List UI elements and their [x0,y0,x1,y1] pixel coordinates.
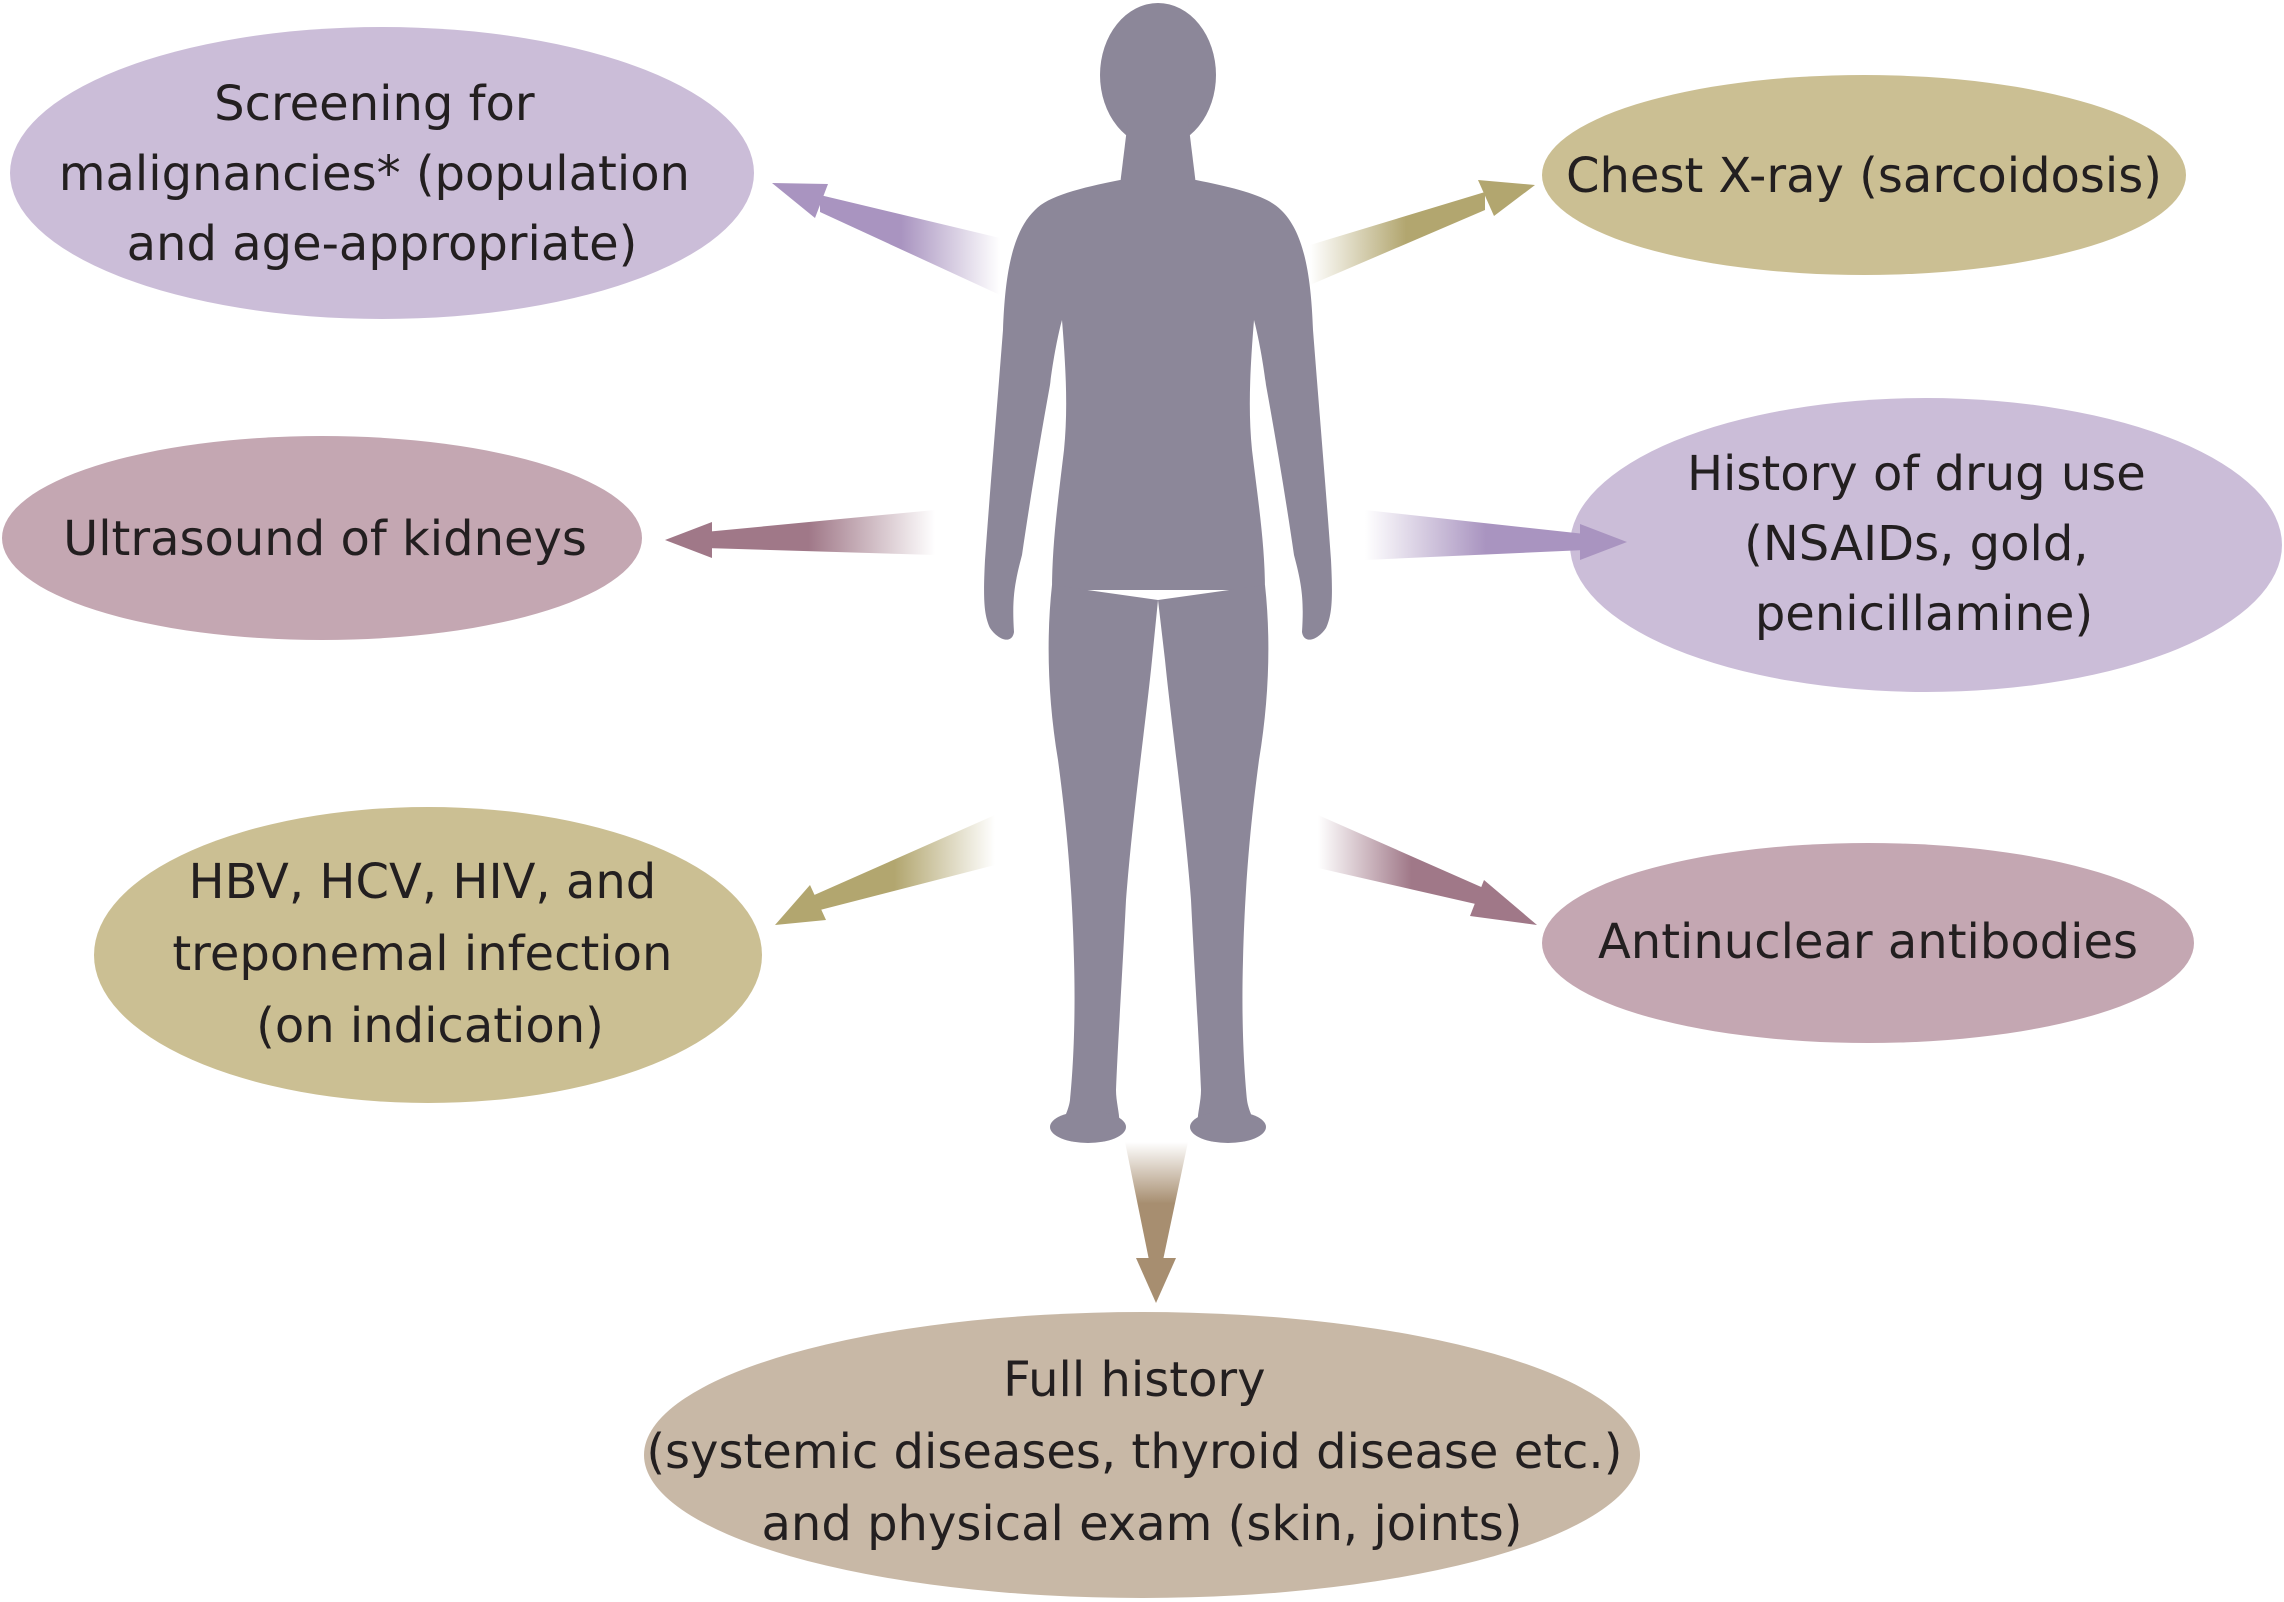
arrow-to-chest-xray-shaft [1310,192,1485,285]
arrow-to-infection-shaft [812,815,995,910]
arrow-to-chest-xray [1310,180,1535,285]
node-chest-xray-bubble [1542,75,2186,275]
node-infection-line-2: treponemal infection [172,926,672,982]
arrow-to-full-history [1125,1142,1188,1303]
node-infection-line-1: HBV, HCV, HIV, and [188,854,656,910]
node-drug-history-line-1: History of drug use [1687,446,2146,502]
node-full-history: Full history (systemic diseases, thyroid… [644,1312,1640,1598]
arrow-to-ultrasound [665,510,935,558]
node-drug-history: History of drug use (NSAIDs, gold, penic… [1570,398,2282,692]
arrow-to-drug-history-head [1580,524,1627,560]
node-ultrasound-text: Ultrasound of kidneys [63,511,587,567]
node-full-history-line-2: (systemic diseases, thyroid disease etc.… [646,1424,1622,1480]
node-ultrasound-bubble [2,436,642,640]
node-screening-line-3: and age-appropriate) [127,216,638,272]
human-body-silhouette-icon [984,3,1332,1143]
arrow-to-infection [775,815,995,925]
node-infection-line-3: (on indication) [256,998,604,1054]
arrow-to-screening [772,183,1000,295]
node-screening-line-2: malignancies* (population [59,146,690,202]
node-full-history-text: Full history (systemic diseases, thyroid… [646,1352,1637,1552]
arrow-to-chest-xray-head [1478,180,1535,216]
node-chest-xray: Chest X-ray (sarcoidosis) [1542,75,2186,275]
arrow-to-drug-history [1365,510,1627,560]
node-drug-history-bubble [1570,398,2282,692]
node-chest-xray-line-1: Chest X-ray (sarcoidosis) [1566,148,2162,204]
arrow-to-full-history-head [1136,1258,1176,1303]
node-screening-text: Screening for malignancies* (population … [59,76,706,272]
arrow-to-ana-shaft [1318,815,1488,905]
node-ana-text: Antinuclear antibodies [1598,914,2138,970]
arrow-to-infection-head [775,885,826,925]
arrow-to-drug-history-shaft [1365,510,1585,560]
node-ultrasound: Ultrasound of kidneys [2,436,642,640]
arrow-to-screening-shaft [820,195,1000,295]
node-screening-line-1: Screening for [214,76,535,132]
node-ana-line-1: Antinuclear antibodies [1598,914,2138,970]
arrow-to-ultrasound-head [665,522,712,558]
node-ultrasound-line-1: Ultrasound of kidneys [63,511,587,567]
node-chest-xray-text: Chest X-ray (sarcoidosis) [1566,148,2162,204]
node-infection-bubble [94,807,762,1103]
node-drug-history-line-2: (NSAIDs, gold, [1744,516,2088,572]
node-infection: HBV, HCV, HIV, and treponemal infection … [94,807,762,1103]
node-full-history-line-1: Full history [1003,1352,1265,1408]
arrow-to-screening-head [772,183,828,218]
node-infection-text: HBV, HCV, HIV, and treponemal infection … [172,854,687,1054]
node-ana-bubble [1542,843,2194,1043]
node-ana: Antinuclear antibodies [1542,843,2194,1043]
node-full-history-bubble [644,1312,1640,1598]
node-full-history-line-3: and physical exam (skin, joints) [762,1496,1523,1552]
arrow-to-ana [1318,815,1537,925]
arrow-to-ana-head [1470,880,1537,925]
node-screening: Screening for malignancies* (population … [10,27,754,319]
node-screening-bubble [10,27,754,319]
arrow-to-full-history-shaft [1125,1142,1188,1265]
arrow-to-ultrasound-shaft [705,510,935,555]
node-drug-history-line-3: penicillamine) [1755,586,2093,642]
node-drug-history-text: History of drug use (NSAIDs, gold, penic… [1687,446,2161,642]
